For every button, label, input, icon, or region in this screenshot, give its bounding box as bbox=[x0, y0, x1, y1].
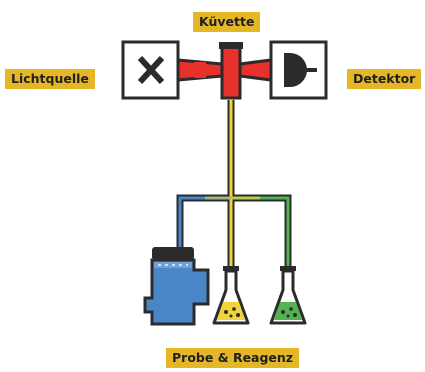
detector-box bbox=[269, 40, 328, 100]
blue-tube bbox=[176, 194, 229, 247]
detector-icon bbox=[284, 53, 317, 87]
cuvette-icon bbox=[176, 42, 273, 100]
light-source-box bbox=[121, 40, 180, 100]
cuvette-label: Küvette bbox=[193, 12, 261, 32]
reagent-flask-icon bbox=[269, 266, 307, 325]
detector-label: Detektor bbox=[347, 69, 422, 89]
green-tube bbox=[233, 194, 292, 268]
reservoir-icon bbox=[143, 247, 210, 326]
light-source-label: Lichtquelle bbox=[5, 69, 95, 89]
sample-reagent-label: Probe & Reagenz bbox=[166, 348, 300, 368]
sample-flask-icon bbox=[212, 266, 250, 325]
light-source-x-icon bbox=[137, 55, 165, 85]
tubing bbox=[176, 100, 292, 268]
